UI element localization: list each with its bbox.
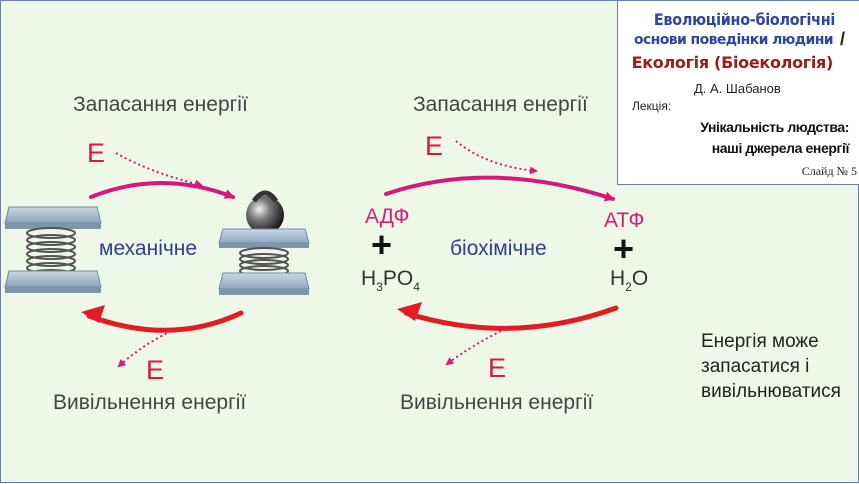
right-type-label: біохімічне bbox=[450, 237, 547, 260]
lecture-topic-line1: Унікальність людства: bbox=[700, 119, 849, 135]
left-store-label: Запасання енергії bbox=[73, 93, 248, 116]
right-energy-in: E bbox=[425, 131, 444, 161]
left-release-label: Вивільнення енергії bbox=[53, 391, 247, 414]
atp-label: АТФ bbox=[604, 209, 645, 232]
left-type-label: механічне bbox=[99, 237, 198, 260]
left-release-head bbox=[81, 305, 105, 323]
plus-right: + bbox=[613, 228, 635, 269]
right-store-label: Запасання енергії bbox=[413, 93, 588, 116]
phosphoric-acid-formula: H3PO4 bbox=[361, 267, 420, 294]
left-energy-in-dots bbox=[115, 152, 203, 188]
note-line1: Енергія може bbox=[701, 331, 819, 352]
right-energy-out: E bbox=[488, 353, 507, 383]
left-release-arrow bbox=[86, 310, 244, 333]
note-line2: запасатися і bbox=[701, 356, 810, 377]
lecture-topic-line2: наші джерела енергії bbox=[711, 140, 850, 156]
note-line3: вивільнюватися bbox=[701, 381, 841, 402]
course-title-line3: Екологія (Біоекологія) bbox=[631, 53, 834, 72]
left-energy-out-dots bbox=[117, 330, 172, 368]
spring-extended bbox=[4, 206, 102, 293]
water-formula: H2O bbox=[610, 267, 649, 294]
left-energy-out: E bbox=[146, 355, 165, 385]
right-release-label: Вивільнення енергії bbox=[400, 391, 594, 414]
header-box: Еволюційно-біологічні основи поведінки л… bbox=[617, 1, 859, 185]
left-store-arrow bbox=[89, 181, 235, 199]
spring-compressed bbox=[218, 190, 310, 295]
right-release-arrow bbox=[403, 305, 619, 331]
lecture-label: Лекція: bbox=[632, 99, 672, 113]
right-energy-out-dots bbox=[445, 330, 502, 366]
left-energy-in: E bbox=[87, 138, 106, 168]
course-title-line1: Еволюційно-біологічні bbox=[653, 10, 835, 29]
right-energy-in-dots bbox=[455, 140, 538, 175]
course-title-line2: основи поведінки людини bbox=[633, 32, 834, 48]
adp-label: АДФ bbox=[365, 205, 410, 228]
author: Д. А. Шабанов bbox=[694, 81, 781, 96]
right-release-head bbox=[397, 302, 422, 321]
right-store-arrow bbox=[384, 175, 615, 202]
title-separator: / bbox=[839, 29, 845, 49]
slide-number: Слайд № 5 bbox=[801, 164, 857, 178]
plus-left: + bbox=[371, 224, 393, 265]
